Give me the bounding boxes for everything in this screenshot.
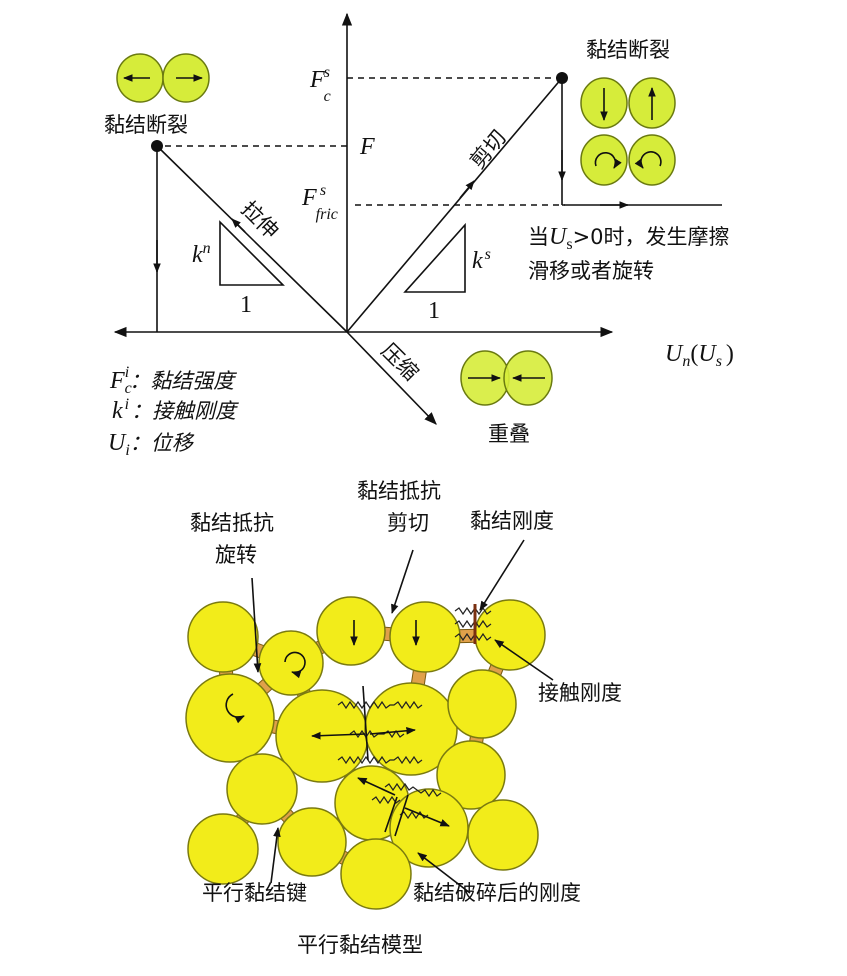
- particle: [277, 807, 347, 877]
- tension-label: 拉伸: [236, 197, 283, 244]
- parallel-bond-cluster: 黏结抵抗 旋转 黏结抵抗 剪切 黏结刚度 接触刚度 平行黏结键 黏结破碎后的刚度…: [185, 479, 622, 957]
- contact-stiffness-springs-center: [311, 685, 423, 765]
- rotation-arrow-icon: [225, 693, 245, 724]
- label-shear-line2: 剪切: [387, 511, 429, 535]
- particles: [185, 596, 546, 910]
- particle: [187, 813, 259, 885]
- particle: [340, 838, 412, 910]
- tension-line: [156, 145, 348, 333]
- overlap-label: 重叠: [488, 422, 530, 446]
- label-pointers: [251, 539, 554, 894]
- bond-break-left-label: 黏结断裂: [104, 113, 188, 137]
- particle: [258, 630, 324, 696]
- particle: [187, 601, 259, 673]
- kn-label: kn: [192, 240, 211, 268]
- label-rotation-line2: 旋转: [215, 543, 257, 567]
- particle: [447, 669, 517, 739]
- broken-bond-springs: [357, 777, 450, 837]
- label-contact-stiffness: 接触刚度: [538, 681, 622, 705]
- label-parallel-bond: 平行黏结键: [202, 881, 307, 905]
- fc-s-label: Fcs: [309, 64, 331, 105]
- compression-label: 压缩: [376, 339, 423, 386]
- shear-label: 剪切: [465, 126, 510, 174]
- legend-item-bond-strength: Fci：黏结强度: [109, 364, 237, 397]
- rotation-arrow-icon: [284, 651, 306, 679]
- label-broken-stiffness: 黏结破碎后的刚度: [413, 881, 581, 905]
- label-rotation-line1: 黏结抵抗: [190, 511, 274, 535]
- bond-stiffness-springs: [454, 604, 492, 644]
- ks-slope-triangle: [403, 222, 466, 293]
- legend-item-displacement: Ui：位移: [108, 430, 195, 459]
- particle: [467, 799, 539, 871]
- tension-arrow: [231, 218, 246, 233]
- figure-title: 平行黏结模型: [297, 933, 423, 957]
- particle: [389, 601, 461, 673]
- label-shear-line1: 黏结抵抗: [357, 479, 441, 503]
- bond-break-right-label: 黏结断裂: [586, 38, 670, 62]
- tension-break-point: [151, 140, 163, 152]
- kn-run-label: 1: [240, 292, 252, 318]
- friction-note-line1: 当Us>0时，发生摩擦: [528, 224, 730, 253]
- tension-particles-icon: [116, 53, 210, 103]
- displacement-axis-label: Un(Us): [665, 341, 734, 370]
- shear-arrow: [459, 180, 475, 199]
- label-bond-stiffness: 黏结刚度: [470, 509, 554, 533]
- kn-slope-triangle: [219, 220, 285, 286]
- shear-break-point: [556, 72, 568, 84]
- shear-line: [346, 77, 563, 333]
- particle: [226, 753, 298, 825]
- particle: [474, 599, 546, 671]
- compression-line: [346, 331, 437, 425]
- ks-run-label: 1: [428, 298, 440, 324]
- particle: [436, 740, 506, 810]
- ffric-s-label: Ffrics: [301, 182, 338, 223]
- particle: [316, 596, 386, 666]
- overlap-particles-icon: [460, 350, 553, 406]
- friction-note-line2: 滑移或者旋转: [528, 259, 654, 283]
- shear-particles-icon: [580, 77, 676, 129]
- particle-motion-arrows: [225, 620, 420, 724]
- rotation-particles-icon: [580, 134, 676, 186]
- f-label: F: [359, 134, 375, 160]
- particle: [185, 673, 275, 763]
